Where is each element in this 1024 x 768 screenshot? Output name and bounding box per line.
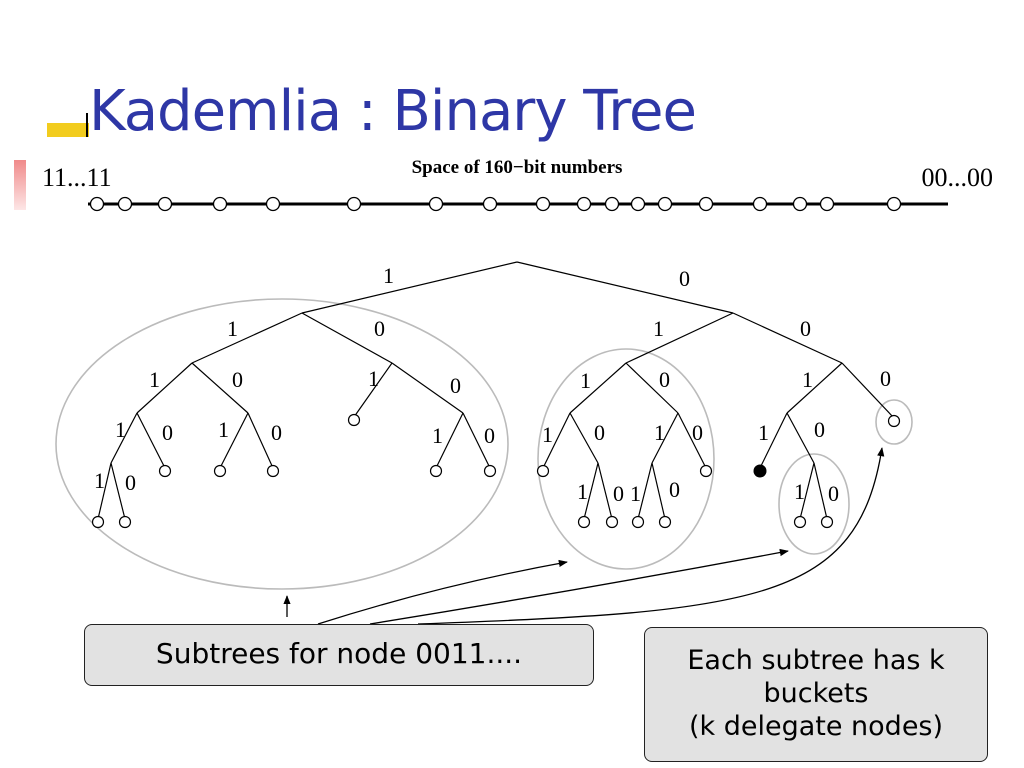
subtree-outline-01 xyxy=(537,348,715,570)
edge-label: 1 xyxy=(794,479,805,504)
buckets-callout-line1: Each subtree has k xyxy=(687,645,945,676)
edge-label: 0 xyxy=(484,423,495,448)
buckets-callout-line3: (k delegate nodes) xyxy=(688,711,944,742)
edge-label: 0 xyxy=(125,470,136,495)
edge-label: 1 xyxy=(383,263,394,288)
number-space-left-label: 11...11 xyxy=(42,163,112,192)
number-space-node xyxy=(792,196,808,212)
edge-labels: 1 0 1 0 1 0 1 0 1 0 1 0 1 0 1 0 1 0 1 0 … xyxy=(94,263,891,506)
edge-label: 0 xyxy=(814,417,825,442)
tree-leaf-node xyxy=(605,515,619,529)
tree-leaf-node xyxy=(429,464,443,478)
tree-leaf-node xyxy=(347,413,361,427)
tree-leaf-node xyxy=(699,464,713,478)
edge-label: 0 xyxy=(450,373,461,398)
arrow-to-subtree-01 xyxy=(317,559,568,625)
subtree-outline-0001 xyxy=(778,453,850,555)
subtrees-callout: Subtrees for node 0011.... xyxy=(84,624,594,686)
edge-label: 0 xyxy=(669,477,680,502)
number-space-node xyxy=(630,196,646,212)
current-node-dot xyxy=(753,464,767,478)
edge-label: 1 xyxy=(227,316,238,341)
number-space-label: Space of 160−bit numbers xyxy=(412,157,623,178)
tree-leaf-node xyxy=(213,464,227,478)
edge-label: 1 xyxy=(432,423,443,448)
number-space-node xyxy=(604,196,620,212)
slide-title: Kademlia : Binary Tree xyxy=(89,79,697,144)
edge-label: 1 xyxy=(630,481,641,506)
edge-label: 1 xyxy=(758,420,769,445)
subtree-outline-1 xyxy=(55,298,509,590)
callout-arrows xyxy=(283,447,885,625)
number-space-node xyxy=(346,196,362,212)
edge-label: 1 xyxy=(577,479,588,504)
edge-label: 1 xyxy=(802,367,813,392)
number-space-node xyxy=(752,196,768,212)
edge-label: 1 xyxy=(542,422,553,447)
edge-label: 0 xyxy=(692,420,703,445)
tree-leaf-node xyxy=(658,515,672,529)
number-space-node xyxy=(535,196,551,212)
tree-leaf-node xyxy=(793,515,807,529)
buckets-callout-line2: buckets xyxy=(763,678,869,709)
edge-label: 1 xyxy=(115,417,126,442)
number-space-node xyxy=(886,196,902,212)
edge-label: 0 xyxy=(679,266,690,291)
arrow-to-subtree-0001 xyxy=(369,548,789,625)
title-bullet-marker xyxy=(86,113,88,137)
tree-leaf-node xyxy=(118,515,132,529)
tree-leaf-node xyxy=(577,515,591,529)
tree-leaf-node xyxy=(158,464,172,478)
edge-label: 1 xyxy=(368,366,379,391)
number-space-node xyxy=(212,196,228,212)
arrow-to-subtree-0000 xyxy=(417,447,885,625)
edge-label: 0 xyxy=(162,420,173,445)
number-space-node xyxy=(698,196,714,212)
edge-label: 0 xyxy=(828,481,839,506)
edge-label: 0 xyxy=(880,366,891,391)
edge-label: 0 xyxy=(613,481,624,506)
side-accent-bar xyxy=(14,160,26,210)
number-space-node xyxy=(428,196,444,212)
edge-label: 0 xyxy=(659,367,670,392)
tree-leaf-node xyxy=(91,515,105,529)
tree-leaf-node xyxy=(266,464,280,478)
subtree-outline-0000 xyxy=(875,399,913,445)
number-space-node xyxy=(117,196,133,212)
edge-label: 0 xyxy=(374,316,385,341)
edge-label: 1 xyxy=(580,368,591,393)
edge-label: 1 xyxy=(218,417,229,442)
edge-label: 1 xyxy=(149,367,160,392)
edge-label: 1 xyxy=(653,316,664,341)
edge-label: 1 xyxy=(94,468,105,493)
number-space-nodes xyxy=(89,196,902,212)
edge-label: 1 xyxy=(654,420,665,445)
tree-edges xyxy=(97,261,895,520)
title-bullet-icon xyxy=(47,123,89,137)
number-space-node xyxy=(89,196,105,212)
number-space-node xyxy=(576,196,592,212)
edge-label: 0 xyxy=(271,420,282,445)
tree-leaf-node xyxy=(820,515,834,529)
number-space-node xyxy=(657,196,673,212)
tree-leaf-node xyxy=(887,414,901,428)
tree-leaf-node xyxy=(631,515,645,529)
tree-leaf-node xyxy=(483,464,497,478)
number-space-node xyxy=(819,196,835,212)
edge-label: 0 xyxy=(800,316,811,341)
number-space-node xyxy=(482,196,498,212)
buckets-callout: Each subtree has k buckets (k delegate n… xyxy=(644,627,988,762)
tree-leaves xyxy=(91,413,901,529)
number-space-right-label: 00...00 xyxy=(922,163,994,192)
tree-leaf-node xyxy=(536,464,550,478)
number-space-node xyxy=(157,196,173,212)
edge-label: 0 xyxy=(594,420,605,445)
number-space-node xyxy=(265,196,281,212)
edge-label: 0 xyxy=(232,367,243,392)
